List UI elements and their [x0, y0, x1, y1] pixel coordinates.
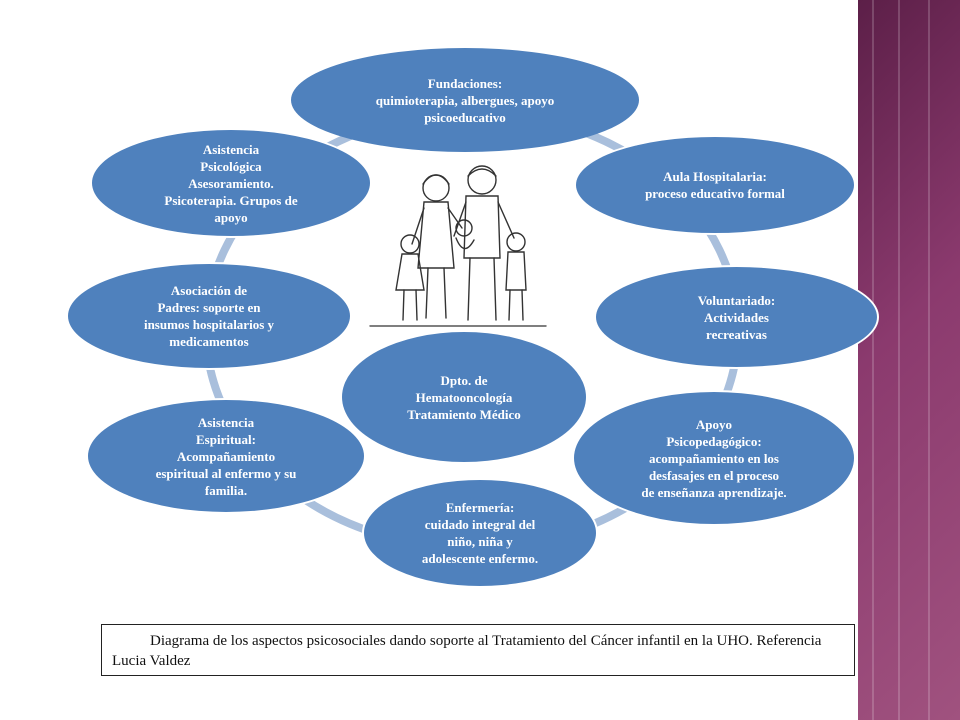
node-apoyo-psicopedagogico: Apoyo Psicopedagógico: acompañamiento en…: [572, 390, 856, 526]
node-asistencia-psicologica: Asistencia Psicológica Asesoramiento. Ps…: [90, 128, 372, 238]
side-decoration-band: [858, 0, 960, 720]
node-enfermeria: Enfermería: cuidado integral del niño, n…: [362, 478, 598, 588]
node-center-hematooncologia: Dpto. de Hematooncología Tratamiento Méd…: [342, 332, 586, 462]
node-asistencia-espiritual: Asistencia Espiritual: Acompañamiento es…: [86, 398, 366, 514]
node-voluntariado: Voluntariado: Actividades recreativas: [594, 265, 879, 369]
node-fundaciones: Fundaciones: quimioterapia, albergues, a…: [291, 48, 639, 152]
figure-caption: Diagrama de los aspectos psicosociales d…: [101, 624, 855, 676]
node-aula-hospitalaria: Aula Hospitalaria: proceso educativo for…: [574, 135, 856, 235]
node-asociacion-padres: Asociación de Padres: soporte en insumos…: [66, 262, 352, 370]
family-illustration: [369, 165, 547, 327]
